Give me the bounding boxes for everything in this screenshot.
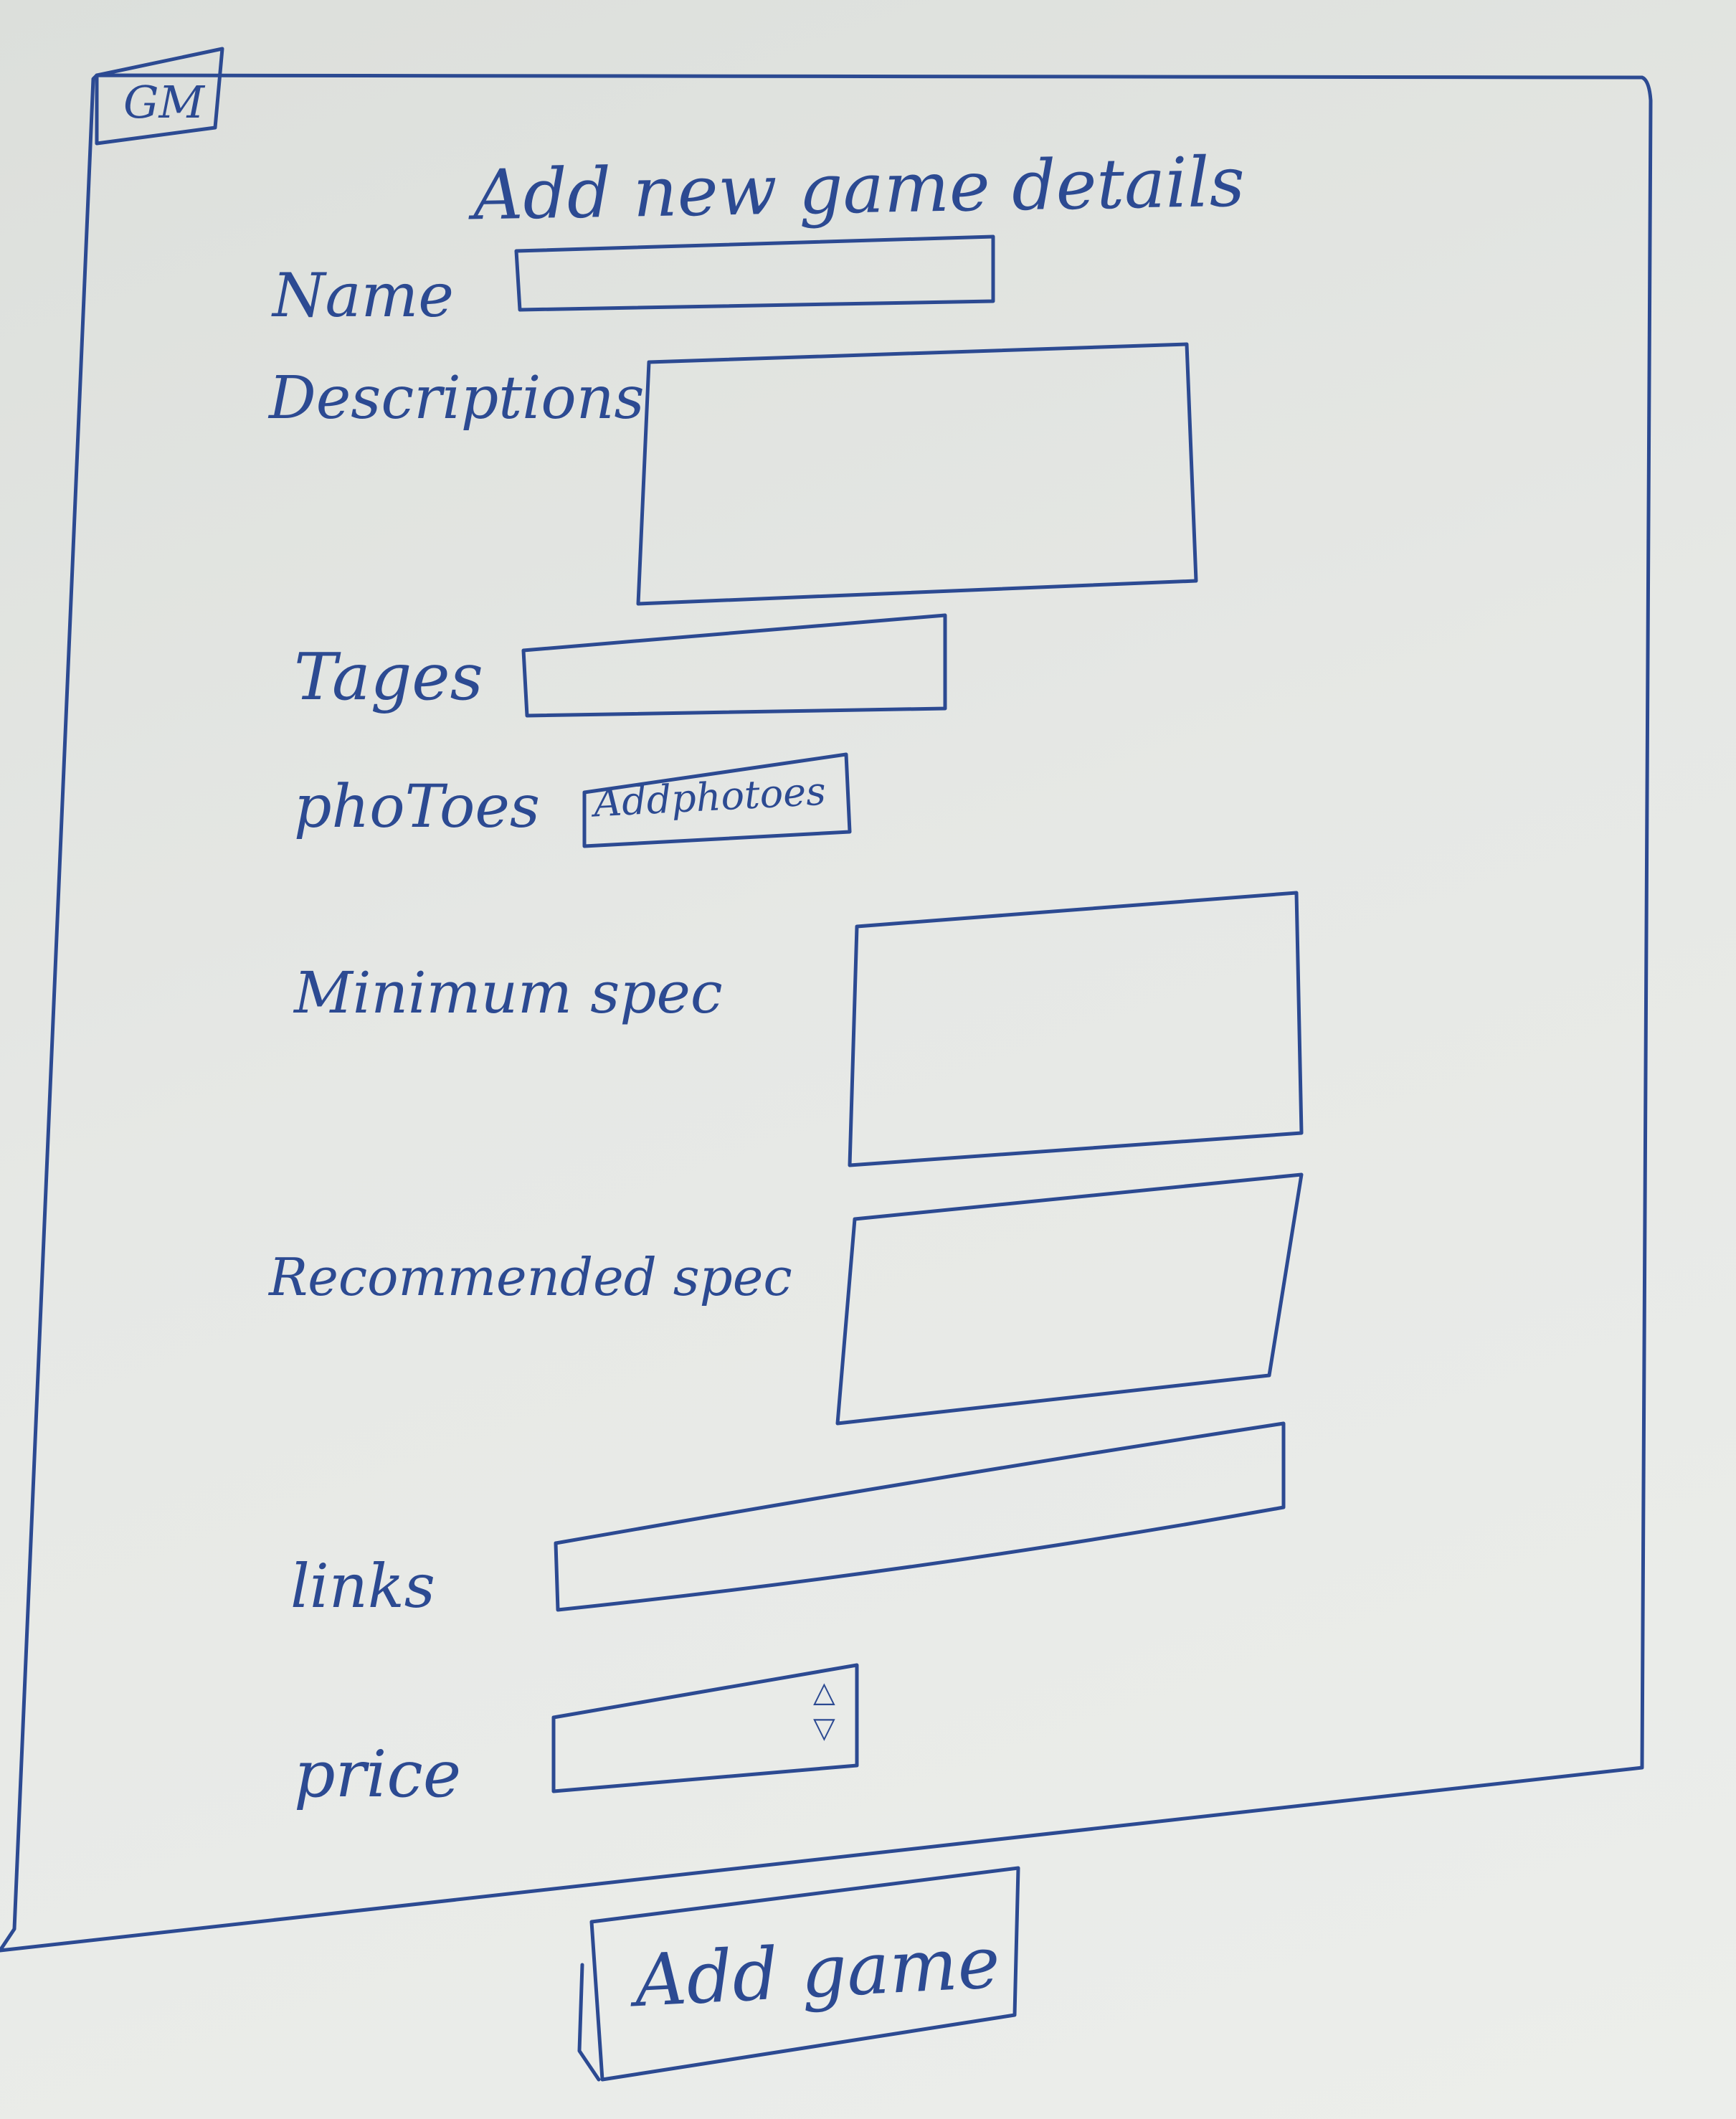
recommended-spec-textarea[interactable] bbox=[846, 1212, 1294, 1412]
name-label: Name bbox=[272, 260, 454, 331]
triangle-up-icon[interactable]: △ bbox=[813, 1676, 835, 1709]
logo-box bbox=[95, 47, 224, 146]
add-game-button[interactable]: Add game bbox=[632, 1920, 1002, 2024]
price-input[interactable] bbox=[559, 1682, 792, 1783]
recommended-spec-label: Recommended spec bbox=[269, 1247, 792, 1307]
page-title: Add new game details bbox=[473, 141, 1246, 236]
tags-label: Tages bbox=[294, 640, 483, 715]
description-textarea[interactable] bbox=[649, 362, 1186, 594]
add-photos-button-outline bbox=[582, 752, 852, 848]
photos-label: phoToes bbox=[294, 773, 540, 841]
add-game-button-outline bbox=[577, 1866, 1020, 2082]
description-textarea-outline bbox=[636, 342, 1198, 606]
price-stepper[interactable]: △ ▽ bbox=[809, 1678, 845, 1753]
minimum-spec-textarea[interactable] bbox=[857, 925, 1297, 1157]
minimum-spec-label: Minimum spec bbox=[294, 959, 723, 1026]
links-input[interactable] bbox=[563, 1488, 1283, 1604]
name-input-outline bbox=[514, 234, 995, 312]
name-input[interactable] bbox=[520, 242, 992, 307]
price-label: price bbox=[294, 1737, 462, 1812]
logo: GM bbox=[123, 76, 205, 128]
links-label: links bbox=[290, 1551, 435, 1621]
descriptions-label: Descriptions bbox=[269, 364, 645, 432]
add-photos-button[interactable]: Addphotoes bbox=[592, 768, 827, 826]
triangle-down-icon[interactable]: ▽ bbox=[813, 1712, 835, 1745]
tags-input[interactable] bbox=[527, 624, 944, 711]
minimum-spec-outline bbox=[848, 891, 1304, 1167]
window-frame bbox=[0, 73, 1653, 1953]
